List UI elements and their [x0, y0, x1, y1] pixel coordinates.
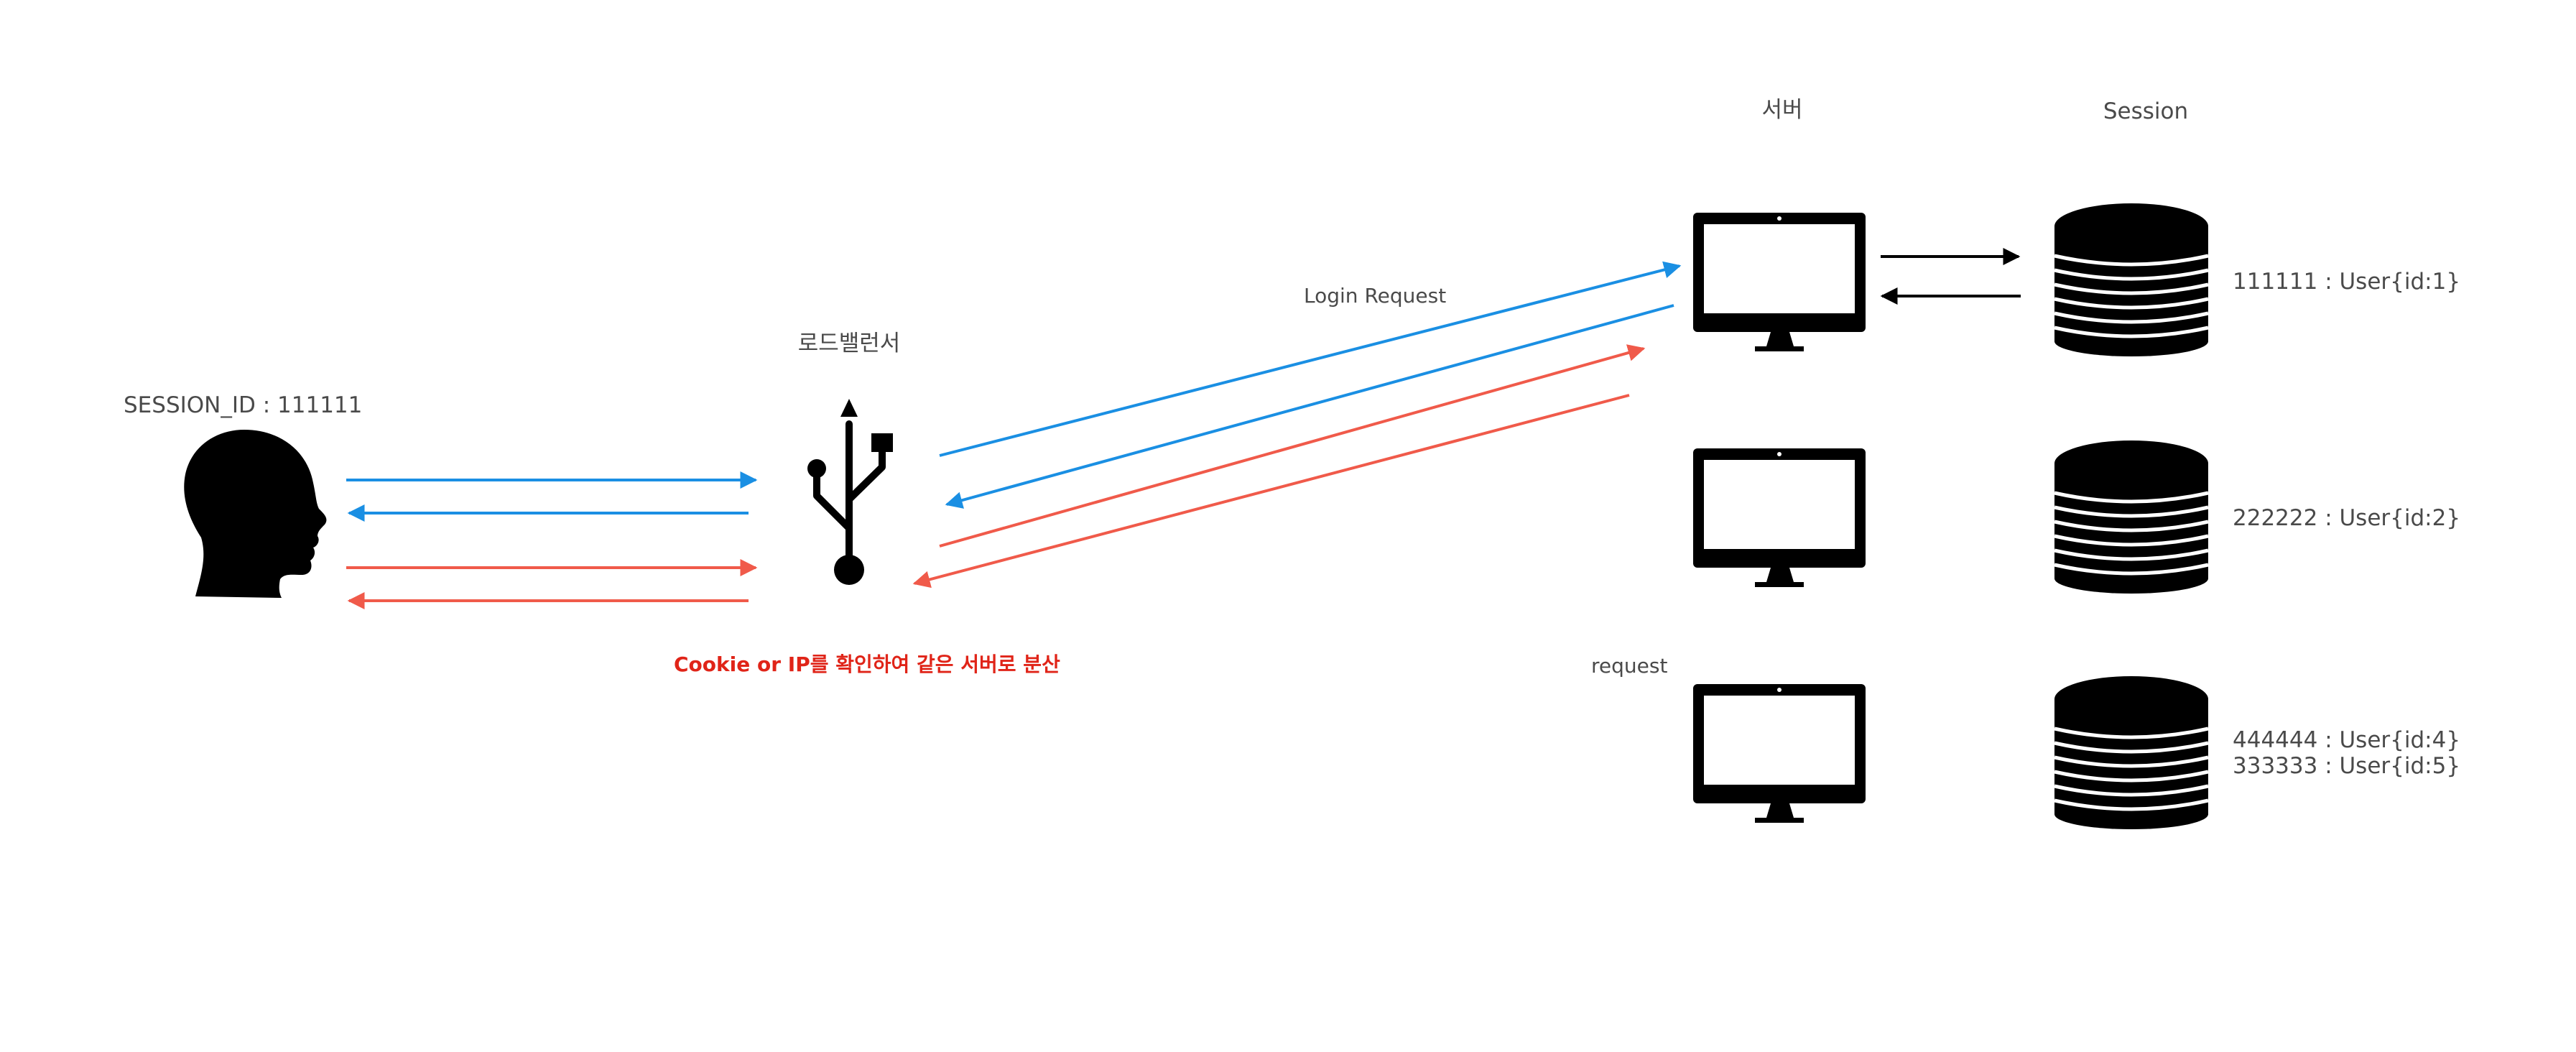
load-balancing-note: Cookie or IP를 확인하여 같은 서버로 분산 — [674, 652, 1060, 676]
session-entry-1: 111111 : User{id:1} — [2233, 269, 2460, 295]
login-request-label: Login Request — [1304, 284, 1446, 308]
load-balancer-label: 로드밸런서 — [798, 331, 901, 356]
session-header-label: Session — [2103, 98, 2188, 124]
server-2 — [1693, 448, 1866, 587]
server-header-label: 서버 — [1761, 97, 1802, 123]
arrow-server-to-lb-blue — [945, 304, 1674, 509]
arrow-server-to-lb-red — [912, 394, 1630, 589]
session-entry-3a: 444444 : User{id:4} — [2233, 727, 2460, 753]
database-icon — [2054, 676, 2209, 829]
session-store-2 — [2054, 440, 2209, 594]
usb-symbol-icon — [807, 399, 893, 585]
database-icon — [2054, 203, 2209, 356]
arrow-lb-to-server-blue — [939, 261, 1682, 457]
session-entry-3b: 333333 : User{id:5} — [2233, 753, 2460, 779]
user-head-icon — [184, 430, 327, 598]
session-store-3 — [2054, 676, 2209, 829]
monitor-icon — [1693, 448, 1866, 587]
database-icon — [2054, 440, 2209, 594]
monitor-icon — [1693, 213, 1866, 351]
arrow-lb-to-server-red — [939, 344, 1646, 548]
session-store-1 — [2054, 203, 2209, 356]
session-entry-2: 222222 : User{id:2} — [2233, 505, 2460, 531]
session-id-label: SESSION_ID : 111111 — [124, 392, 362, 418]
request-label: request — [1591, 654, 1667, 678]
monitor-icon — [1693, 684, 1866, 823]
server-1 — [1693, 213, 1866, 351]
server-3 — [1693, 684, 1866, 823]
